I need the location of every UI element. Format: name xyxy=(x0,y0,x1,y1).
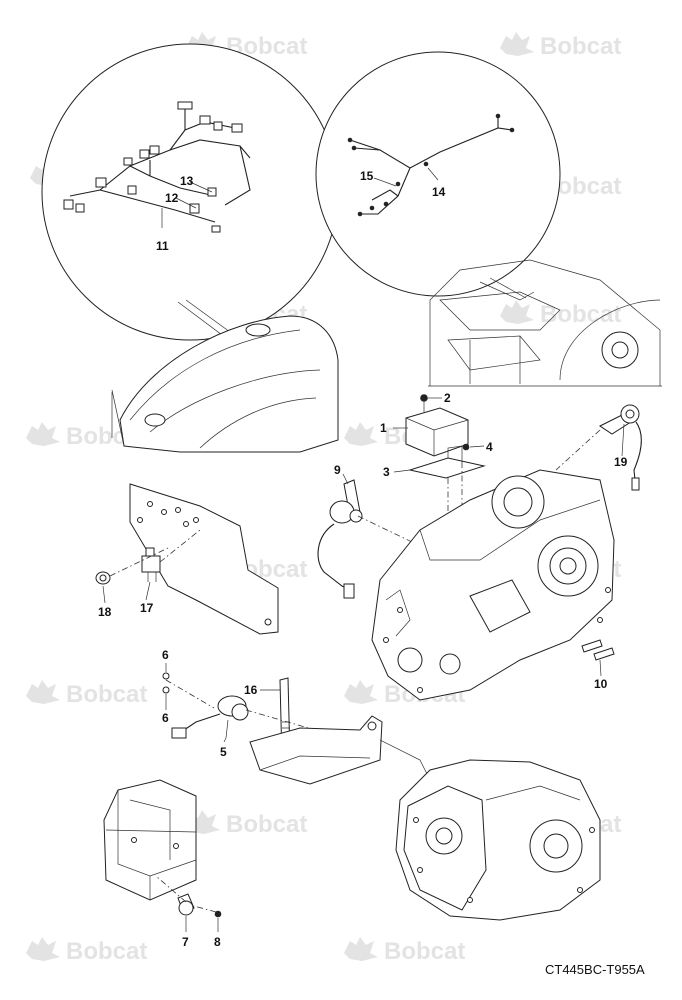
callout-13: 13 xyxy=(180,174,194,188)
relay-bracket-plate xyxy=(95,483,279,635)
callout-9: 9 xyxy=(334,463,341,477)
callout-10: 10 xyxy=(594,677,608,691)
controller-module xyxy=(405,394,486,560)
bobcat-logo-icon xyxy=(344,422,378,446)
pedal-linkage xyxy=(249,715,431,785)
bobcat-logo-icon xyxy=(500,300,534,324)
drawing-code: CT445BC-T955A xyxy=(545,962,645,977)
rear-axle-housing xyxy=(395,759,601,921)
callout-16: 16 xyxy=(244,683,258,697)
bobcat-logo-icon xyxy=(344,937,378,961)
position-sensor xyxy=(317,479,471,599)
callout-8: 8 xyxy=(214,935,221,949)
watermark-text: Bobcat xyxy=(540,33,621,60)
watermark: Bobcat xyxy=(186,810,307,838)
detail-circle-right xyxy=(315,51,561,301)
watermark: Bobcat xyxy=(500,32,621,60)
callout-2: 2 xyxy=(444,391,451,405)
watermark: Bobcat xyxy=(26,680,147,708)
watermark-text: Bobcat xyxy=(66,938,147,965)
callout-6-upper: 6 xyxy=(162,648,169,662)
wiring-harness-14 xyxy=(347,113,515,217)
bobcat-logo-icon xyxy=(26,680,60,704)
callout-3: 3 xyxy=(383,465,390,479)
callout-7: 7 xyxy=(182,935,189,949)
callout-17: 17 xyxy=(140,601,154,615)
callout-leaders xyxy=(102,397,625,932)
watermark: Bobcat xyxy=(344,937,465,965)
bobcat-logo-icon xyxy=(344,680,378,704)
bobcat-logo-icon xyxy=(26,937,60,961)
tractor-rear-platform xyxy=(428,259,662,387)
watermark-text: Bobcat xyxy=(226,811,307,838)
watermark: Bobcat xyxy=(500,300,621,328)
callout-14: 14 xyxy=(432,185,446,199)
mounting-frame xyxy=(103,779,222,918)
wiring-harness-11 xyxy=(63,101,251,233)
bobcat-logo-icon xyxy=(500,32,534,56)
callout-6-lower: 6 xyxy=(162,711,169,725)
callout-1: 1 xyxy=(380,421,387,435)
watermark-text: Bobcat xyxy=(66,681,147,708)
callout-12: 12 xyxy=(165,191,179,205)
callout-5: 5 xyxy=(220,745,227,759)
callout-18: 18 xyxy=(98,605,112,619)
callout-15: 15 xyxy=(360,169,374,183)
detail-circle-left xyxy=(41,43,339,371)
watermark-text: Bobcat xyxy=(384,938,465,965)
watermark: Bobcat xyxy=(26,937,147,965)
callout-11: 11 xyxy=(156,239,169,253)
callout-labels: 1 2 3 4 5 6 6 7 8 9 10 11 12 13 14 15 16… xyxy=(98,169,628,949)
solenoid-assembly xyxy=(162,672,351,763)
watermark-text: Bobcat xyxy=(540,301,621,328)
tractor-hood xyxy=(111,315,339,453)
callout-19: 19 xyxy=(614,455,628,469)
pressure-switch xyxy=(555,404,642,491)
watermark: Bobcat xyxy=(344,680,465,708)
bobcat-logo-icon xyxy=(26,422,60,446)
transmission-housing xyxy=(371,469,615,701)
callout-4: 4 xyxy=(486,440,493,454)
